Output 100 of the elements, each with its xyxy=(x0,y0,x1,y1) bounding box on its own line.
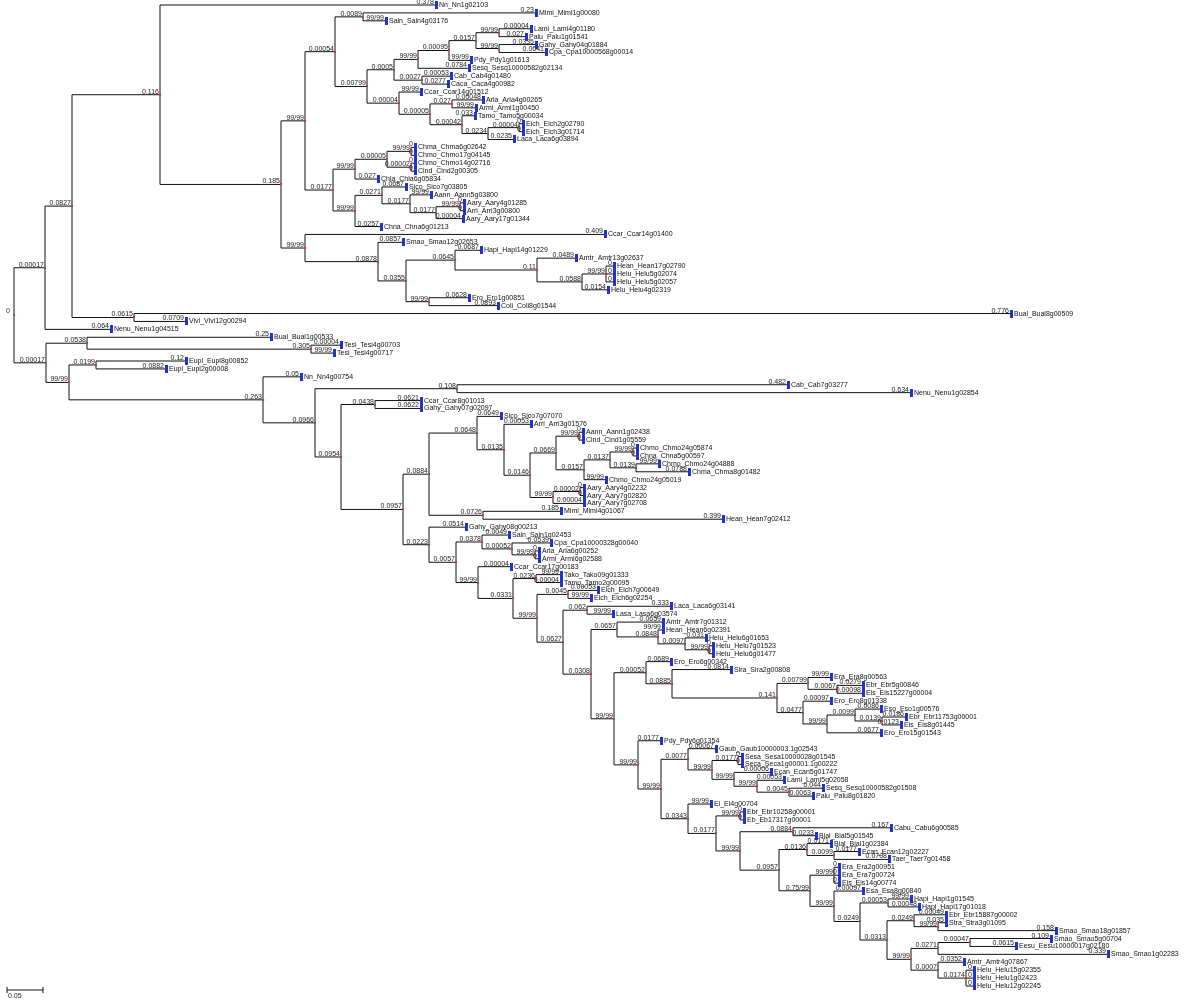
branch-line xyxy=(417,58,469,69)
branch-line xyxy=(428,473,483,516)
branch-line xyxy=(534,550,539,556)
branch-line xyxy=(567,589,598,595)
branch-line xyxy=(482,514,723,520)
branch-line xyxy=(910,958,938,971)
branch-line xyxy=(605,273,614,283)
branch-line xyxy=(482,510,561,516)
branch-line xyxy=(536,269,582,283)
branch-line xyxy=(536,257,576,271)
branch-line xyxy=(555,452,584,471)
branch-line xyxy=(609,451,633,461)
branch-line xyxy=(605,265,614,275)
branch-line xyxy=(657,636,685,645)
branch-line xyxy=(71,94,160,207)
branch-line xyxy=(613,718,638,766)
branch-line xyxy=(854,714,882,722)
branch-line xyxy=(417,50,449,60)
branch-line xyxy=(377,241,403,263)
branch-line xyxy=(965,977,974,987)
branch-line xyxy=(578,431,583,437)
branch-line xyxy=(461,115,475,126)
branch-line xyxy=(461,124,488,135)
branch-line xyxy=(374,400,421,405)
branch-line xyxy=(632,447,637,453)
branch-line xyxy=(609,459,636,469)
branch-line xyxy=(910,947,938,960)
branch-line xyxy=(421,79,448,85)
branch-line xyxy=(393,58,418,71)
branch-line xyxy=(334,51,367,87)
branch-line xyxy=(334,16,363,53)
branch-line xyxy=(428,526,466,546)
branch-line xyxy=(616,629,658,638)
branch-line xyxy=(498,32,526,38)
branch-line xyxy=(314,388,457,424)
branch-line xyxy=(913,920,938,928)
branch-line xyxy=(733,771,771,780)
branch-line xyxy=(518,123,523,129)
branch-line xyxy=(739,811,744,817)
branch-line xyxy=(435,206,460,214)
branch-line xyxy=(503,423,531,451)
branch-line xyxy=(13,267,45,316)
branch-line xyxy=(86,336,271,344)
branch-line xyxy=(756,785,789,793)
branch-line xyxy=(45,342,87,364)
branch-line xyxy=(739,831,793,852)
branch-line xyxy=(833,854,889,860)
branch-line xyxy=(715,815,740,834)
branch-line xyxy=(512,578,536,599)
branch-line xyxy=(354,158,387,170)
branch-line xyxy=(304,51,335,122)
branch-line xyxy=(381,186,406,196)
branch-line xyxy=(687,748,716,760)
branch-line xyxy=(806,843,831,851)
branch-line xyxy=(481,541,512,550)
branch-line xyxy=(68,364,96,383)
branch-line xyxy=(833,905,860,922)
branch-line xyxy=(792,831,816,837)
branch-line xyxy=(965,969,974,979)
branch-line xyxy=(552,497,584,504)
branch-line xyxy=(410,146,415,152)
branch-line xyxy=(859,902,888,922)
branch-line xyxy=(428,297,469,303)
branch-line xyxy=(637,740,661,766)
branch-line xyxy=(657,629,663,638)
branch-line xyxy=(398,91,421,104)
branch-line xyxy=(809,890,834,907)
branch-line xyxy=(280,120,305,185)
branch-line xyxy=(529,452,556,476)
branch-line xyxy=(44,205,72,269)
branch-line xyxy=(456,388,911,394)
branch-line xyxy=(304,233,605,249)
branch-line xyxy=(95,364,166,370)
branch-line xyxy=(529,474,553,498)
branch-line xyxy=(937,922,946,928)
branch-line xyxy=(455,561,478,584)
branch-line xyxy=(354,194,382,212)
branch-line xyxy=(498,44,536,49)
branch-line xyxy=(969,942,1016,947)
branch-line xyxy=(402,508,429,546)
branch-line xyxy=(454,259,537,271)
branch-line xyxy=(937,947,1108,955)
branch-line xyxy=(583,459,610,471)
branch-line xyxy=(374,404,421,409)
branch-line xyxy=(340,404,375,458)
branch-line xyxy=(477,582,513,599)
branch-line xyxy=(159,94,281,185)
branch-line xyxy=(354,210,381,227)
branch-line xyxy=(377,261,406,282)
branch-line xyxy=(969,938,1051,943)
branch-line xyxy=(498,28,531,34)
branch-line xyxy=(756,779,784,787)
branch-line xyxy=(586,609,613,615)
branch-line xyxy=(616,621,663,630)
branch-line xyxy=(684,637,706,645)
branch-line xyxy=(660,788,688,820)
branch-line xyxy=(366,69,394,87)
branch-line xyxy=(809,874,834,892)
branch-line xyxy=(776,697,803,714)
branch-line xyxy=(304,120,333,191)
